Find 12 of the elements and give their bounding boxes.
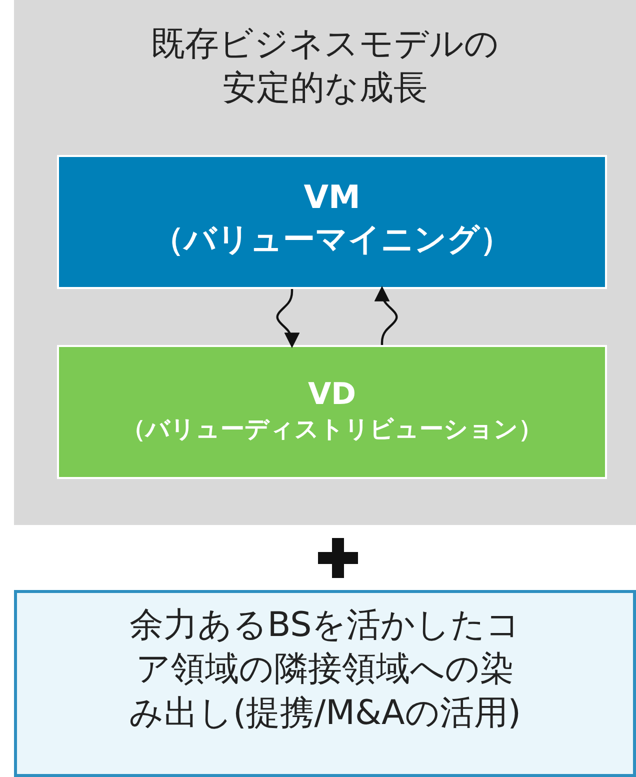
box-text: 余力あるBSを活かしたコア領域の隣接領域への染み出し(提携/M&Aの活用) xyxy=(128,604,522,736)
curved-arrow xyxy=(374,286,398,345)
box-text: （バリューディストリビューション） xyxy=(122,414,542,445)
vd-box xyxy=(57,345,607,479)
curved-arrow xyxy=(276,289,300,348)
box-heading: VM xyxy=(304,177,360,218)
box-heading: VD xyxy=(308,376,356,414)
vm-box xyxy=(57,155,607,289)
text-box xyxy=(14,590,636,777)
box-text: 既存ビジネスモデルの安定的な成長 xyxy=(150,23,500,110)
box-text: （バリューマイニング） xyxy=(152,218,512,260)
panel xyxy=(14,0,636,525)
